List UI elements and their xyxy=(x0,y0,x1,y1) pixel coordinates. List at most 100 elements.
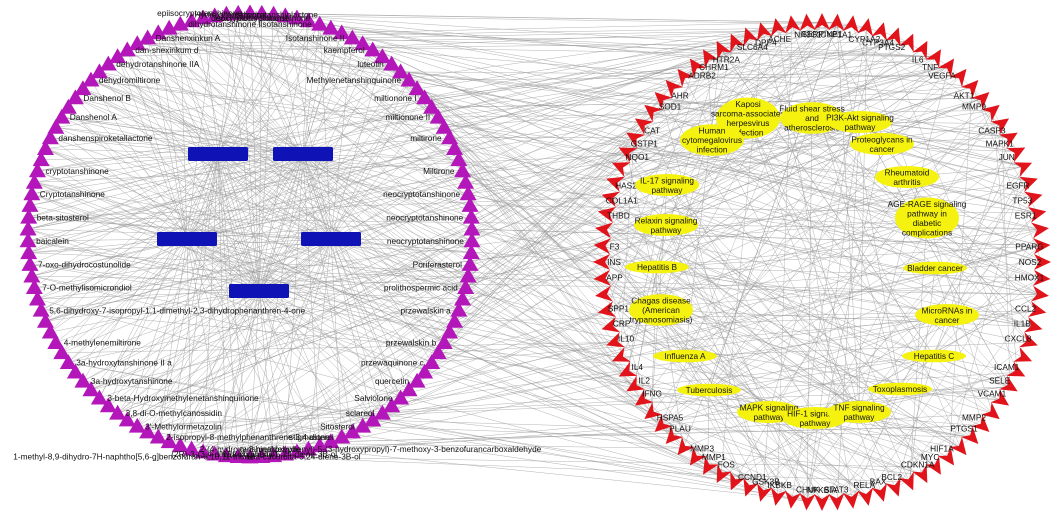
compound-node[interactable] xyxy=(25,173,43,189)
compound-node[interactable] xyxy=(441,323,459,339)
target-node[interactable] xyxy=(615,140,638,163)
compound-node[interactable] xyxy=(265,447,283,463)
target-node[interactable] xyxy=(871,20,892,41)
target-node[interactable] xyxy=(814,13,830,30)
target-node[interactable] xyxy=(599,316,621,337)
compound-node[interactable] xyxy=(435,118,453,134)
target-node[interactable] xyxy=(828,492,845,511)
compound-node[interactable] xyxy=(139,29,157,45)
compound-node[interactable] xyxy=(53,108,71,124)
compound-node[interactable] xyxy=(41,129,59,145)
target-node[interactable] xyxy=(828,13,845,32)
target-node[interactable] xyxy=(1006,140,1029,163)
target-node[interactable] xyxy=(1030,285,1050,304)
compound-node[interactable] xyxy=(23,267,41,283)
target-node[interactable] xyxy=(604,332,625,353)
target-node[interactable] xyxy=(1030,220,1050,239)
compound-node[interactable] xyxy=(19,232,37,248)
target-node[interactable] xyxy=(783,14,802,34)
target-node[interactable] xyxy=(604,171,625,192)
target-node[interactable] xyxy=(683,54,707,78)
target-node[interactable] xyxy=(925,456,948,479)
compound-node[interactable] xyxy=(383,397,401,413)
target-node[interactable] xyxy=(990,112,1014,135)
target-node[interactable] xyxy=(999,126,1022,149)
compound-node[interactable] xyxy=(343,423,361,439)
compound-node[interactable] xyxy=(435,334,453,349)
compound-node[interactable] xyxy=(36,140,54,156)
compound-node[interactable] xyxy=(450,151,468,167)
compound-node[interactable] xyxy=(20,208,38,224)
pathway-node[interactable] xyxy=(635,174,699,196)
compound-node[interactable] xyxy=(47,334,65,349)
target-node[interactable] xyxy=(639,99,663,122)
target-node[interactable] xyxy=(912,37,934,60)
compound-node[interactable] xyxy=(392,63,410,79)
target-node[interactable] xyxy=(857,487,876,508)
compound-node[interactable] xyxy=(276,445,294,461)
compound-node[interactable] xyxy=(59,98,77,114)
compound-node[interactable] xyxy=(118,41,136,57)
target-node[interactable] xyxy=(723,471,745,494)
target-node[interactable] xyxy=(1032,269,1051,287)
compound-node[interactable] xyxy=(457,173,475,189)
target-node[interactable] xyxy=(593,237,612,255)
compound-node[interactable] xyxy=(241,4,259,20)
herb-node[interactable] xyxy=(157,232,217,246)
target-node[interactable] xyxy=(609,347,631,368)
target-node[interactable] xyxy=(630,389,654,412)
compound-node[interactable] xyxy=(109,404,127,420)
target-node[interactable] xyxy=(752,483,773,504)
herb-node[interactable] xyxy=(229,284,289,298)
compound-node[interactable] xyxy=(400,71,418,87)
target-node[interactable] xyxy=(937,446,961,470)
compound-node[interactable] xyxy=(171,437,189,453)
compound-node[interactable] xyxy=(28,162,46,178)
compound-node[interactable] xyxy=(229,448,247,464)
compound-node[interactable] xyxy=(253,448,271,464)
compound-node[interactable] xyxy=(441,129,459,145)
compound-node[interactable] xyxy=(429,344,447,360)
target-node[interactable] xyxy=(871,483,892,504)
target-node[interactable] xyxy=(842,490,861,510)
target-node[interactable] xyxy=(1019,332,1040,353)
target-node[interactable] xyxy=(630,112,654,135)
compound-node[interactable] xyxy=(288,443,306,459)
compound-node[interactable] xyxy=(206,7,224,23)
compound-node[interactable] xyxy=(99,55,117,71)
target-node[interactable] xyxy=(738,477,759,499)
compound-node[interactable] xyxy=(364,411,382,427)
herb-node[interactable] xyxy=(273,147,333,161)
target-node[interactable] xyxy=(1006,361,1029,384)
target-node[interactable] xyxy=(842,14,861,34)
compound-node[interactable] xyxy=(400,381,418,397)
compound-node[interactable] xyxy=(90,389,108,405)
compound-node[interactable] xyxy=(128,417,146,433)
compound-node[interactable] xyxy=(392,389,410,405)
compound-node[interactable] xyxy=(373,48,391,64)
compound-node[interactable] xyxy=(333,24,351,40)
compound-node[interactable] xyxy=(109,48,127,64)
compound-node[interactable] xyxy=(408,80,426,96)
pathway-node[interactable] xyxy=(850,133,914,155)
compound-node[interactable] xyxy=(128,35,146,51)
target-node[interactable] xyxy=(783,490,802,510)
target-node[interactable] xyxy=(593,269,612,287)
target-node[interactable] xyxy=(752,20,773,41)
compound-node[interactable] xyxy=(311,437,329,453)
compound-node[interactable] xyxy=(462,208,480,224)
compound-node[interactable] xyxy=(322,433,340,449)
pathway-node[interactable] xyxy=(680,124,744,156)
target-node[interactable] xyxy=(639,402,663,425)
compound-node[interactable] xyxy=(416,363,434,379)
target-node[interactable] xyxy=(857,17,876,37)
compound-node[interactable] xyxy=(241,448,259,464)
compound-node[interactable] xyxy=(41,323,59,339)
target-node[interactable] xyxy=(696,456,719,479)
target-node[interactable] xyxy=(999,375,1022,399)
compound-node[interactable] xyxy=(32,151,50,167)
target-node[interactable] xyxy=(949,64,973,88)
target-node[interactable] xyxy=(899,471,920,494)
pathway-node[interactable] xyxy=(780,102,844,134)
compound-node[interactable] xyxy=(463,232,481,248)
